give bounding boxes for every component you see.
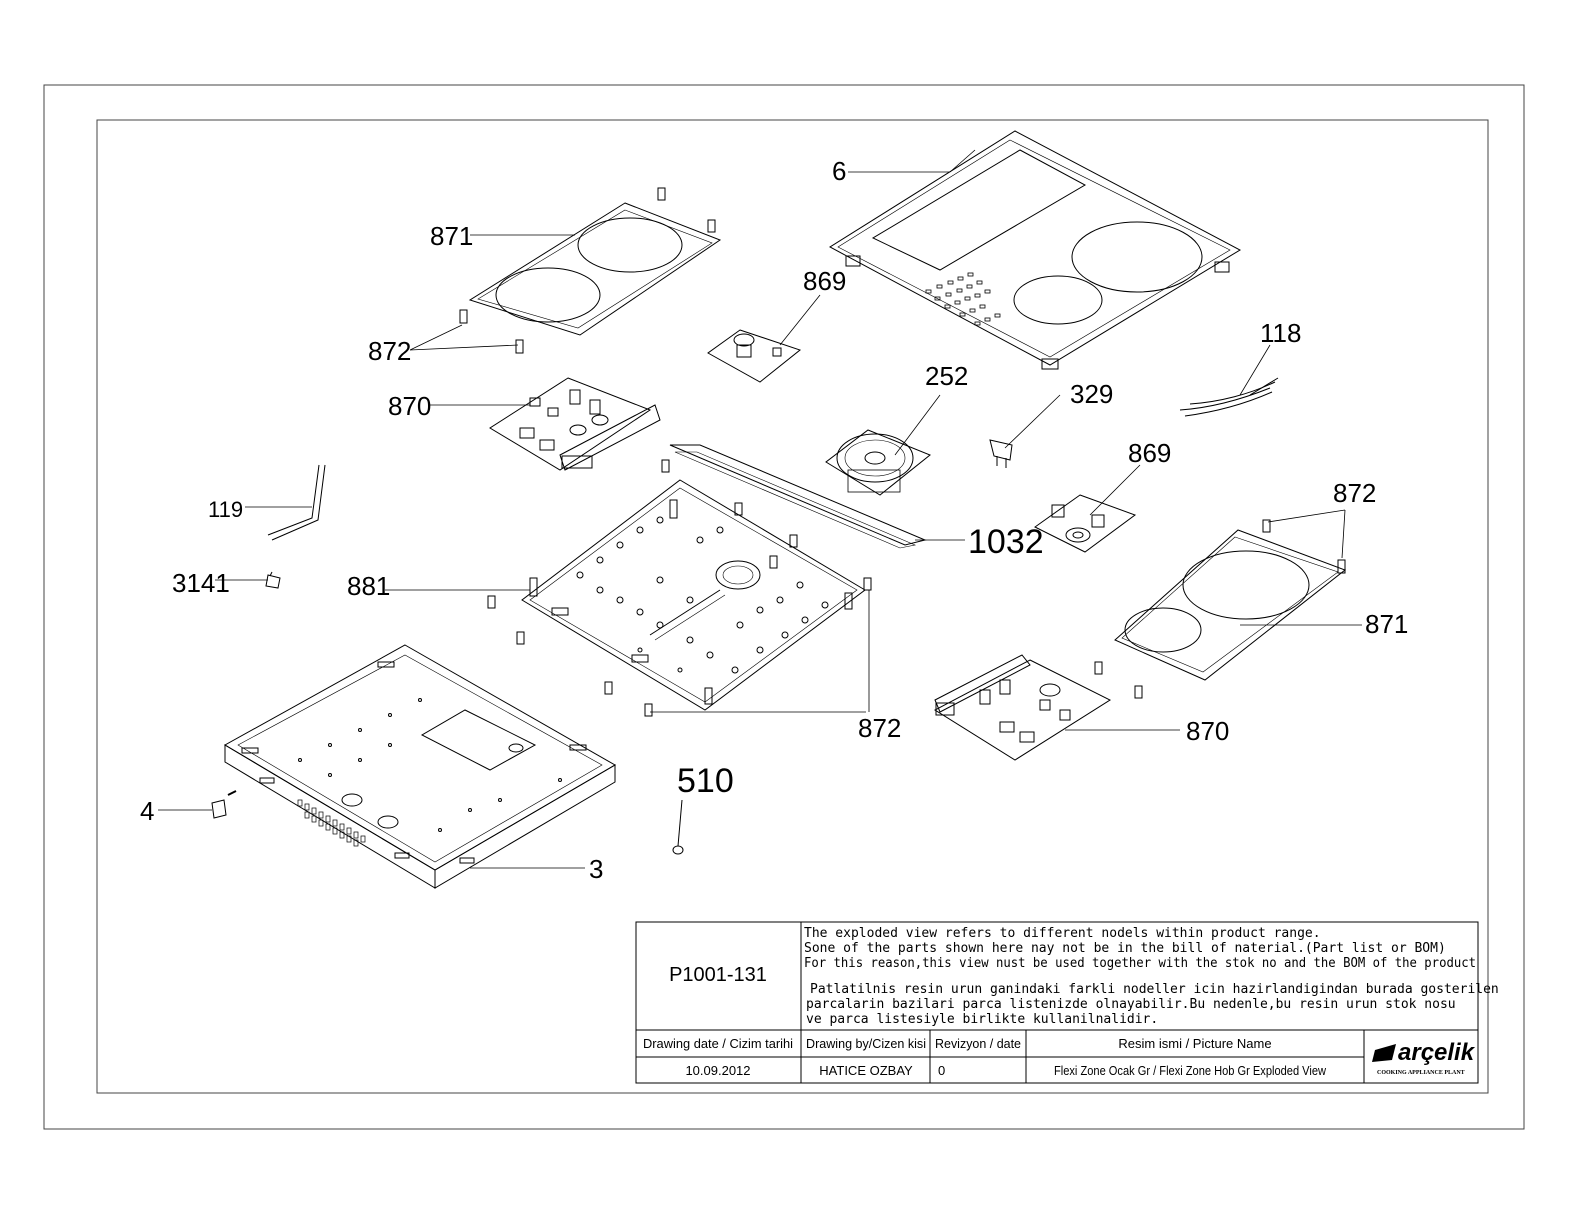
callout-252: 252 [925,361,968,391]
header-drawing-date: Drawing date / Cizim tarihi [643,1036,793,1051]
brand-name: arçelik [1398,1039,1476,1066]
callout-329: 329 [1070,379,1113,409]
part-glass-top [829,130,1242,370]
part-small-board-top [707,329,802,383]
callout-872-right: 872 [1333,478,1376,508]
callout-881: 881 [347,571,390,601]
callout-3141: 3141 [172,568,230,598]
value-drawing-date: 10.09.2012 [685,1063,750,1078]
part-coil-carrier-right [1114,519,1347,681]
callout-869-right: 869 [1128,438,1171,468]
callout-872-bottom: 872 [858,713,901,743]
part-coil-carrier-left [459,187,722,354]
note-en-1: The exploded view refers to different no… [804,926,1321,941]
title-block: P1001-131 The exploded view refers to di… [635,921,1499,1084]
part-foot-510 [672,799,684,855]
note-tr-1: Patlatilnis resin urun ganindaki farkli … [810,982,1499,997]
part-cable-118 [1179,377,1279,417]
part-connector-329 [989,439,1013,468]
part-small-board-right [1034,494,1137,553]
callout-871-right: 871 [1365,609,1408,639]
callout-510: 510 [677,762,734,800]
part-power-board-right [933,654,1143,761]
callout-labels: 6 871 872 869 870 252 329 118 869 872 11… [140,156,1408,884]
part-chassis-881 [487,479,872,717]
callout-870-left: 870 [388,391,431,421]
part-bracket-1032 [661,444,927,549]
leader-lines [158,149,1362,869]
brand-subtitle: COOKING APPLIANCE PLANT [1377,1070,1465,1076]
part-wire-119 [267,464,326,541]
note-en-3: For this reason,this view nust be used t… [804,956,1476,971]
callout-4: 4 [140,796,154,826]
part-clip-3141 [265,571,281,589]
inner-frame [96,119,1489,1094]
brand-logo: arçelik COOKING APPLIANCE PLANT [1372,1039,1476,1076]
value-revision: 0 [938,1063,945,1078]
tray-vent-slots [297,799,366,847]
note-en-2: Sone of the parts shown here nay not be … [804,941,1446,956]
callout-869-top: 869 [803,266,846,296]
header-picture-name: Resim ismi / Picture Name [1118,1036,1271,1051]
header-revision: Revizyon / date [935,1036,1021,1051]
glass-touch-keys [925,272,1001,326]
part-fan [825,429,931,496]
outer-frame [43,84,1525,1130]
value-picture-name: Flexi Zone Ocak Gr / Flexi Zone Hob Gr E… [1054,1063,1327,1078]
callout-119: 119 [208,497,243,522]
callout-118: 118 [1260,318,1301,348]
callout-6: 6 [832,156,846,186]
callout-870-right: 870 [1186,716,1229,746]
callout-3: 3 [589,854,603,884]
part-bottom-tray [223,644,616,889]
note-tr-2: parcalarin bazilari parca listenizde oln… [806,997,1456,1012]
header-drawing-by: Drawing by/Cizen kisi [806,1036,926,1051]
callout-872-left: 872 [368,336,411,366]
part-power-board-left [489,377,661,471]
callout-871-top: 871 [430,221,473,251]
value-drawing-by: HATICE OZBAY [819,1063,913,1078]
drawing-code: P1001-131 [669,964,767,986]
callout-1032: 1032 [968,523,1044,561]
note-tr-3: ve parca listesiyle birlikte kullanilnal… [806,1012,1158,1027]
part-clip-4 [211,790,237,819]
